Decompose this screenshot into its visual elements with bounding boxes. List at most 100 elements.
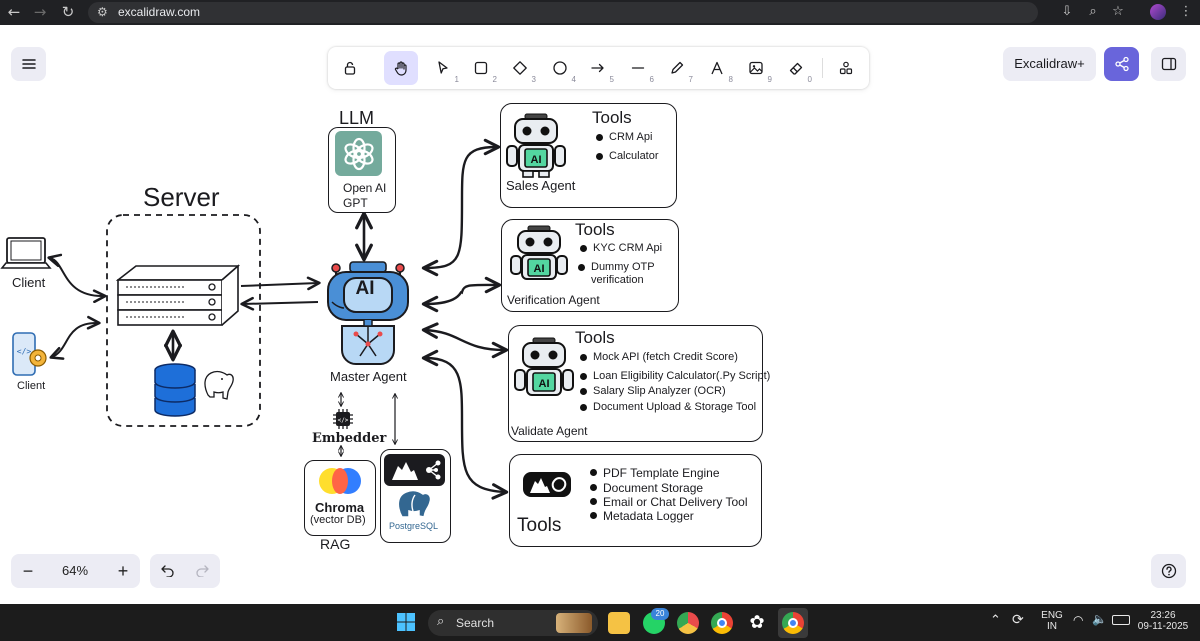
- client-label-mobile: Client: [17, 380, 46, 392]
- tool-text[interactable]: 8: [700, 51, 734, 85]
- windows-start-icon[interactable]: [396, 612, 416, 632]
- embedder-label: Embedder: [312, 431, 387, 446]
- volume-icon[interactable]: 🔈: [1092, 612, 1107, 626]
- postgres-label: PostgreSQL: [389, 521, 439, 531]
- share-button[interactable]: [1104, 47, 1139, 81]
- reload-icon[interactable]: ↻: [61, 3, 75, 21]
- help-button[interactable]: [1151, 554, 1186, 588]
- chrome-active-icon[interactable]: [778, 608, 808, 638]
- pgvector-logo-icon: [384, 454, 445, 486]
- server-rack-icon: [116, 264, 240, 326]
- main-menu-button[interactable]: [11, 47, 46, 81]
- master-agent-label: Master Agent: [330, 369, 407, 384]
- tool-eraser[interactable]: 0: [779, 51, 813, 85]
- tool-image[interactable]: 9: [739, 51, 773, 85]
- tool-key: 0: [807, 75, 812, 84]
- client-label-laptop: Client: [12, 275, 46, 290]
- sales-robot-icon: AI: [506, 113, 566, 178]
- clock-time: 23:26: [1150, 610, 1176, 621]
- tool-selection[interactable]: 1: [426, 51, 460, 85]
- chrome-icon[interactable]: [711, 612, 733, 634]
- tool-hand[interactable]: [384, 51, 418, 85]
- validate-tool-item: Salary Slip Analyzer (OCR): [580, 385, 726, 397]
- tool-draw[interactable]: 7: [660, 51, 694, 85]
- pencil-icon: [671, 61, 684, 74]
- tools-item: Document Storage: [589, 481, 704, 495]
- postgres-elephant-sketch-icon: [204, 370, 234, 400]
- svg-text:AI: AI: [531, 154, 542, 166]
- site-settings-icon[interactable]: ⚙: [97, 5, 108, 19]
- svg-text:AI: AI: [534, 263, 545, 275]
- verification-tool-item: Dummy OTP verification: [578, 261, 661, 287]
- sync-icon[interactable]: ⟳: [1012, 612, 1024, 628]
- tools-item: Metadata Logger: [590, 509, 694, 523]
- validate-robot-icon: AI: [514, 337, 574, 396]
- server-label: Server: [143, 182, 220, 212]
- undo-button[interactable]: [151, 554, 185, 588]
- svg-text:</>: </>: [338, 417, 349, 424]
- library-sidebar-button[interactable]: [1151, 47, 1186, 81]
- language-region: IN: [1047, 621, 1057, 632]
- tool-arrow[interactable]: 5: [581, 51, 615, 85]
- tool-key: 2: [492, 75, 497, 84]
- help-icon: [1161, 563, 1176, 579]
- profile-avatar[interactable]: [1150, 4, 1166, 20]
- openai-label: Open AI: [343, 181, 387, 195]
- database-icon: [154, 363, 196, 417]
- search-icon: ⌕: [437, 614, 445, 629]
- zoom-icon[interactable]: ⌕: [1089, 4, 1097, 19]
- clock[interactable]: 23:26 09-11-2025: [1135, 610, 1191, 632]
- sales-agent-label: Sales Agent: [506, 178, 576, 193]
- ai-badge-text: AI: [355, 278, 375, 299]
- forward-arrow-icon[interactable]: →: [33, 3, 47, 21]
- tool-ellipse[interactable]: 4: [543, 51, 577, 85]
- tools-item: Email or Chat Delivery Tool: [590, 495, 748, 509]
- file-explorer-icon[interactable]: [608, 612, 630, 634]
- hand-icon: [394, 61, 407, 76]
- tool-rectangle[interactable]: 2: [464, 51, 498, 85]
- tool-more[interactable]: [829, 51, 863, 85]
- install-app-icon[interactable]: ⇩: [1061, 4, 1073, 19]
- language-indicator[interactable]: ENG IN: [1038, 610, 1066, 632]
- tool-line[interactable]: 6: [621, 51, 655, 85]
- tool-key: 4: [571, 75, 576, 84]
- toolbar-divider: [822, 58, 823, 78]
- taskbar-search[interactable]: ⌕ Search: [428, 610, 598, 636]
- clock-date: 09-11-2025: [1137, 621, 1189, 632]
- tool-key: 7: [688, 75, 693, 84]
- tool-key: 5: [609, 75, 614, 84]
- excalidraw-plus-button[interactable]: Excalidraw+: [1003, 47, 1096, 81]
- tool-diamond[interactable]: 3: [503, 51, 537, 85]
- chatgpt-app-icon[interactable]: ✿: [749, 612, 765, 633]
- zoom-reset-button[interactable]: 64%: [61, 563, 89, 578]
- mobile-dev-icon: </>: [12, 332, 47, 376]
- chrome-profile-icon[interactable]: [677, 612, 699, 634]
- redo-button[interactable]: [185, 554, 219, 588]
- tools-title: Tools: [517, 515, 562, 536]
- tool-lock[interactable]: [333, 51, 367, 85]
- pointer-icon: [438, 61, 448, 74]
- kebab-menu-icon[interactable]: ⋮: [1179, 4, 1193, 19]
- verification-agent-connector: [421, 276, 502, 313]
- battery-icon[interactable]: [1112, 615, 1130, 625]
- validate-tool-item: Loan Eligibility Calculator(.Py Script): [579, 370, 771, 382]
- rag-label: RAG: [320, 536, 351, 552]
- verification-agent-label: Verification Agent: [507, 293, 600, 307]
- taskbar-search-placeholder: Search: [456, 616, 495, 630]
- address-bar[interactable]: ⚙ excalidraw.com: [88, 2, 1038, 23]
- tools-connector: [421, 349, 509, 500]
- tray-overflow-icon[interactable]: ⌃: [990, 613, 1001, 628]
- bookmark-star-icon[interactable]: ☆: [1112, 4, 1124, 19]
- back-arrow-icon[interactable]: ←: [7, 3, 21, 21]
- tool-key: 9: [767, 75, 772, 84]
- zoom-in-button[interactable]: +: [117, 561, 129, 581]
- zoom-out-button[interactable]: −: [22, 561, 34, 581]
- wifi-icon[interactable]: ◠: [1073, 613, 1084, 627]
- sales-tools-title: Tools: [592, 108, 632, 127]
- svg-text:AI: AI: [539, 378, 550, 390]
- browser-toolbar: ← → ↻ ⚙ excalidraw.com ⇩ ⌕ ☆ ⋮: [0, 0, 1200, 25]
- chroma-logo-icon: [319, 468, 361, 494]
- validate-agent-connector: [421, 322, 509, 359]
- shapes-library-icon: [839, 61, 853, 75]
